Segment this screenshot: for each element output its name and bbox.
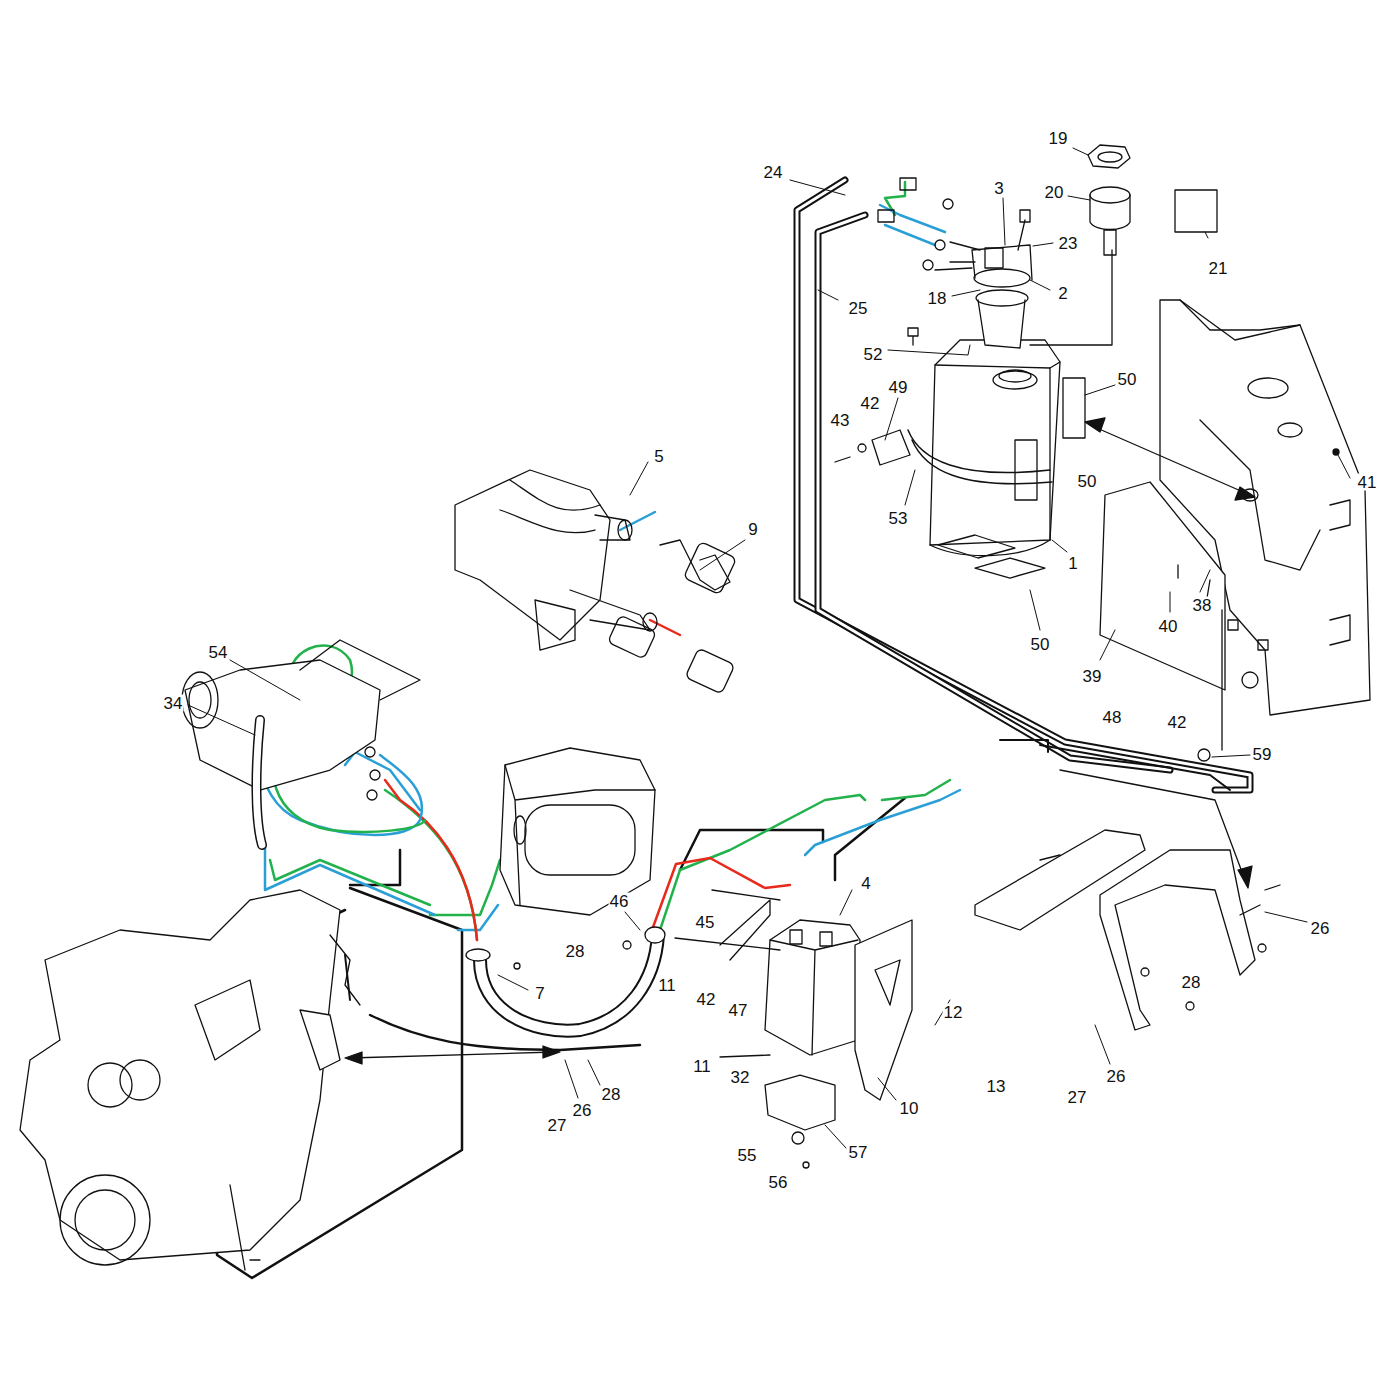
engine (20, 890, 360, 1270)
callout-number: 41 (1357, 474, 1378, 491)
callout-number: 47 (728, 1002, 749, 1019)
callout-number: 53 (888, 510, 909, 527)
callout-number: 42 (860, 395, 881, 412)
callout-number: 21 (1208, 260, 1229, 277)
callout-number: 40 (1158, 618, 1179, 635)
callout-number: 12 (943, 1004, 964, 1021)
callout-number: 27 (1067, 1089, 1088, 1106)
module (455, 470, 737, 694)
callout-number: 50 (1077, 473, 1098, 490)
callout-number: 50 (1030, 636, 1051, 653)
callout-number: 57 (848, 1144, 869, 1161)
callout-number: 46 (609, 893, 630, 910)
callout-number: 24 (763, 164, 784, 181)
harness (180, 180, 1250, 1278)
callout-number: 54 (208, 644, 229, 661)
callout-number: 3 (993, 180, 1004, 197)
callout-number: 7 (534, 985, 545, 1002)
hose (466, 927, 665, 1031)
callout-number: 28 (565, 943, 586, 960)
brackets (975, 830, 1280, 1030)
callout-number: 1 (1067, 555, 1078, 572)
callout-number: 18 (927, 290, 948, 307)
callout-number: 39 (1082, 668, 1103, 685)
callout-number: 11 (657, 977, 677, 994)
leader-lines (188, 148, 1350, 1148)
coloured-lines (260, 182, 960, 940)
callout-number: 49 (888, 379, 909, 396)
callout-number: 9 (747, 521, 758, 538)
callout-number: 34 (163, 695, 184, 712)
callout-number: 5 (653, 448, 664, 465)
callout-number: 56 (768, 1174, 789, 1191)
callout-number: 13 (986, 1078, 1007, 1095)
callout-number: 50 (1117, 371, 1138, 388)
callout-number: 42 (696, 991, 717, 1008)
frame (1100, 300, 1370, 761)
callout-number: 38 (1192, 597, 1213, 614)
pump-unit (182, 640, 420, 845)
callout-number: 42 (1167, 714, 1188, 731)
callout-number: 2 (1057, 285, 1068, 302)
callout-number: 27 (547, 1117, 568, 1134)
callout-number: 52 (863, 346, 884, 363)
arrows (345, 418, 1255, 1064)
callout-number: 45 (695, 914, 716, 931)
callout-number: 55 (737, 1147, 758, 1164)
callout-number: 32 (730, 1069, 751, 1086)
callout-number: 20 (1044, 184, 1065, 201)
callout-number: 28 (601, 1086, 622, 1103)
callout-number: 48 (1102, 709, 1123, 726)
callout-number: 59 (1252, 746, 1273, 763)
callout-number: 28 (1181, 974, 1202, 991)
callout-number: 43 (830, 412, 851, 429)
callout-number: 25 (848, 300, 869, 317)
callout-number: 26 (572, 1102, 593, 1119)
callout-number: 26 (1106, 1068, 1127, 1085)
pump (675, 890, 912, 1168)
callout-number: 10 (899, 1100, 920, 1117)
callout-number: 4 (860, 875, 871, 892)
callout-number: 23 (1058, 235, 1079, 252)
callout-number: 11 (692, 1058, 712, 1075)
callout-number: 19 (1048, 130, 1069, 147)
callout-number: 26 (1310, 920, 1331, 937)
reservoir (500, 748, 655, 915)
